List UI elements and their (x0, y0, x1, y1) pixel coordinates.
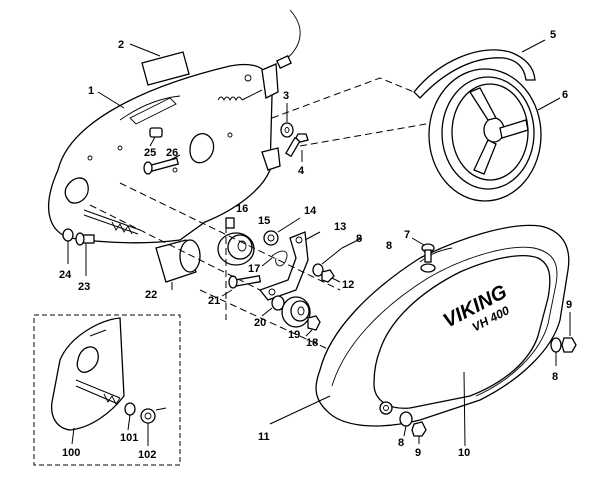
spring (217, 89, 263, 102)
part-8-washer-right (550, 337, 562, 366)
part-8-washer-bottom (399, 411, 413, 437)
part-18-nut (305, 315, 321, 337)
label-5: 5 (550, 29, 556, 41)
label-12: 12 (342, 279, 354, 291)
label-21: 21 (208, 295, 220, 307)
label-1: 1 (88, 85, 94, 97)
part-14-washer (263, 217, 301, 246)
label-24: 24 (59, 269, 72, 281)
label-25: 25 (144, 147, 156, 159)
part-4-bolt (285, 133, 309, 162)
part-17-spring-clip (261, 250, 288, 267)
part-6-pulley (428, 68, 542, 202)
label-23: 23 (78, 281, 90, 293)
callout-labels: 1 2 3 4 5 6 7 8 8 8 8 9 9 10 11 12 13 14… (59, 29, 572, 461)
label-16: 16 (236, 203, 248, 215)
bracket (261, 147, 281, 171)
part-19-roller (281, 296, 311, 328)
tension-shaft (83, 209, 141, 235)
part-13-tension-arm (258, 231, 321, 301)
part-22-sleeve (155, 239, 201, 290)
part-2-label-sticker (129, 43, 190, 86)
label-18: 18 (306, 337, 318, 349)
label-11: 11 (258, 431, 270, 443)
label-26: 26 (166, 147, 178, 159)
label-22: 22 (145, 289, 157, 301)
part-20-washer (261, 295, 285, 317)
label-100: 100 (62, 447, 80, 459)
part-9-nut-bottom (411, 421, 427, 444)
label-15: 15 (258, 215, 270, 227)
label-3: 3 (283, 90, 289, 102)
label-9-bottom: 9 (415, 447, 421, 459)
label-4: 4 (298, 165, 305, 177)
part-25-clip (149, 127, 163, 147)
part-26-screw (143, 154, 181, 175)
label-17: 17 (248, 263, 260, 275)
leader-lines (97, 39, 561, 447)
part-21-bolt (221, 275, 262, 297)
part-7-screw (411, 237, 436, 273)
label-8-right: 8 (552, 371, 558, 383)
control-cable (276, 9, 301, 70)
label-101: 101 (120, 432, 138, 444)
label-6: 6 (562, 89, 568, 101)
part-8-washer-small (312, 247, 343, 277)
part-16-nut (225, 217, 235, 229)
label-7: 7 (404, 229, 410, 241)
part-9-nut-right (561, 312, 577, 353)
inset-alternate-parts (33, 314, 181, 466)
label-102: 102 (138, 449, 156, 461)
part-15-roller (217, 232, 255, 266)
part-24-washer (62, 228, 74, 264)
label-2: 2 (118, 39, 124, 51)
label-14: 14 (304, 205, 317, 217)
label-8-bracket: 8 (356, 233, 362, 245)
label-19: 19 (288, 329, 300, 341)
part-23-bolt (75, 232, 95, 276)
label-10: 10 (458, 447, 470, 459)
part-1-inner-cover-plate (48, 63, 279, 244)
part-5-belt (413, 49, 536, 99)
label-20: 20 (254, 317, 266, 329)
label-8-upper: 8 (386, 240, 392, 252)
part-3-washer (280, 103, 294, 138)
part-10-11-belt-cover (315, 224, 570, 427)
label-9-right: 9 (566, 299, 572, 311)
label-13: 13 (334, 221, 346, 233)
label-8-bottom: 8 (398, 437, 404, 449)
part-12-nut (321, 269, 341, 283)
